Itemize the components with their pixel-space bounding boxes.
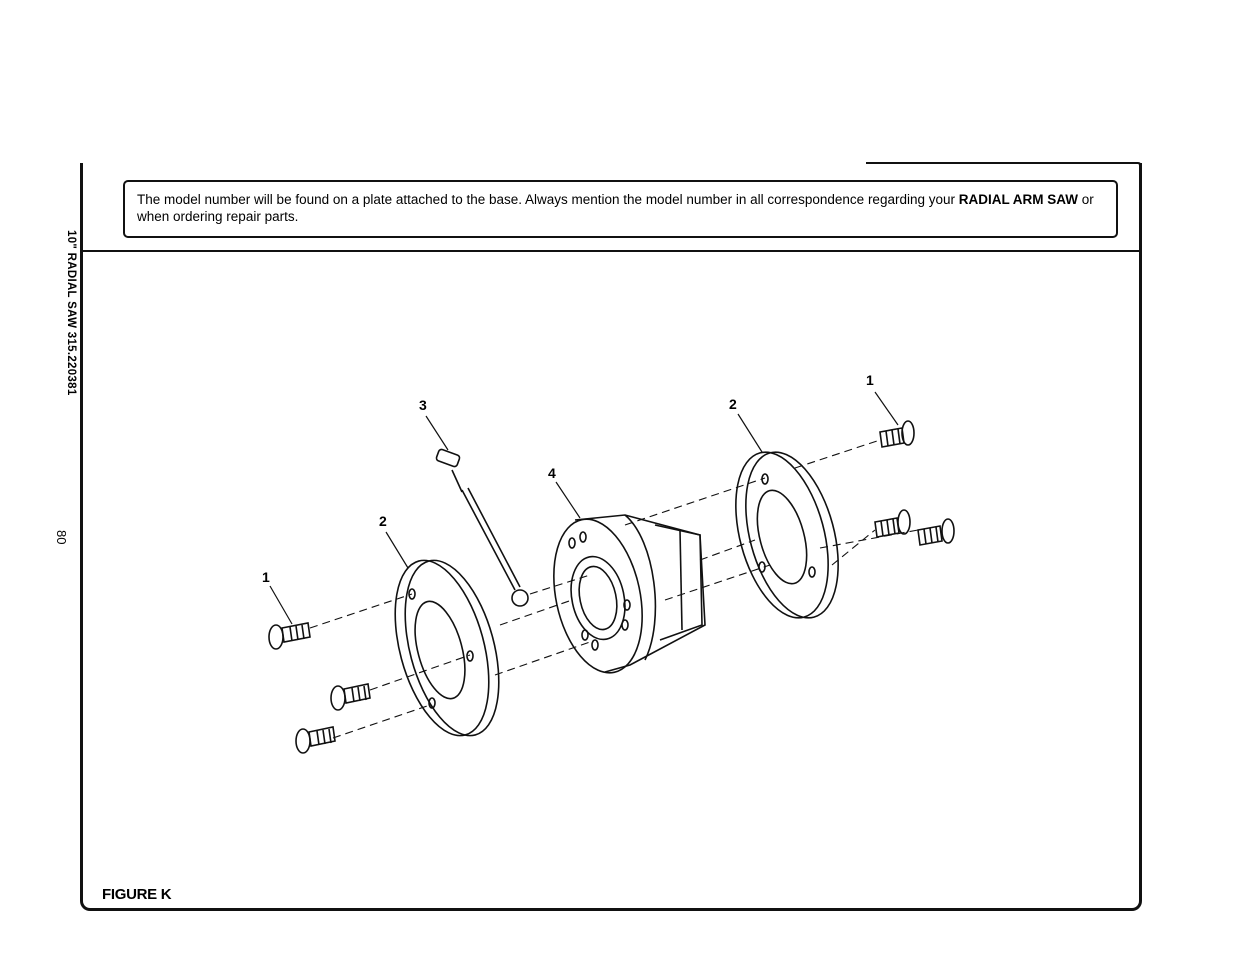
callout-1-left: 1 [262,569,270,585]
callout-2-left: 2 [379,513,387,529]
screw-left-middle [331,684,370,710]
screw-right-top [880,421,914,447]
screw-right-middle [875,510,910,537]
callout-2-right: 2 [729,396,737,412]
figure-label: FIGURE K [102,886,171,903]
callout-4: 4 [548,465,556,481]
left-washer [378,550,516,746]
screw-left-top [269,623,310,649]
right-washer [719,442,854,628]
callout-1-right: 1 [866,372,874,388]
screw-right-bottom [918,519,954,545]
pin [436,449,528,606]
leader-lines [270,392,898,624]
callout-3: 3 [419,397,427,413]
center-hub [541,511,705,681]
screw-left-bottom [296,727,335,753]
